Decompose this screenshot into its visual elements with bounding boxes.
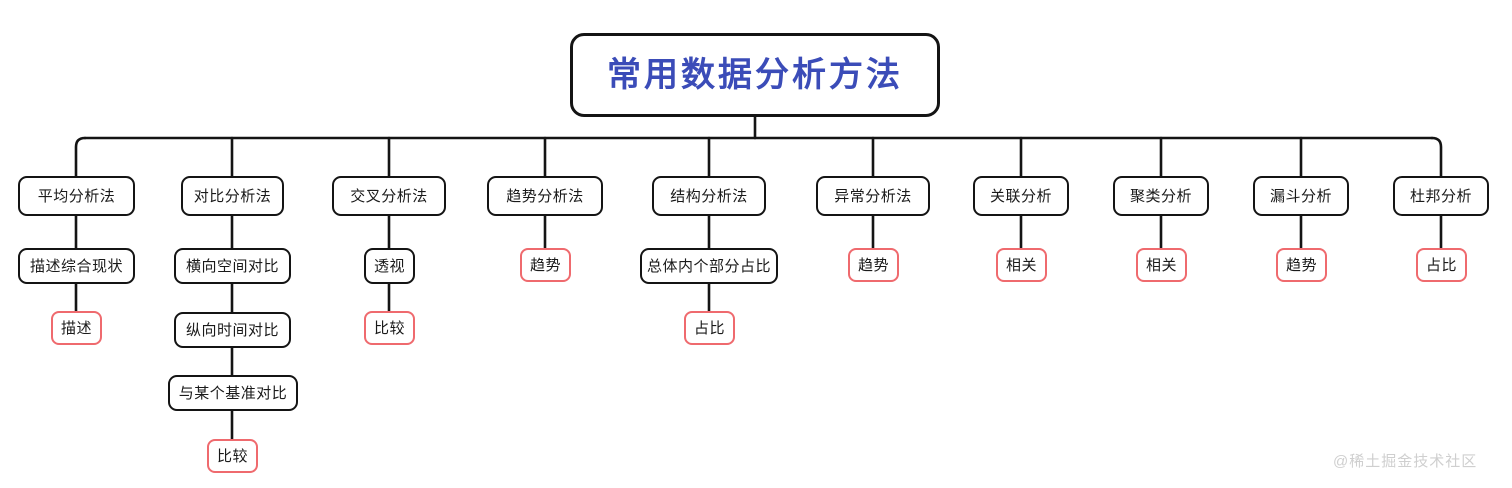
tag-node-association-1[interactable]: 相关 <box>996 248 1047 282</box>
node-contrast-1[interactable]: 横向空间对比 <box>174 248 291 284</box>
node-contrast-2[interactable]: 纵向时间对比 <box>174 312 291 348</box>
tag-node-anomaly-1[interactable]: 趋势 <box>848 248 899 282</box>
node-dupont-0[interactable]: 杜邦分析 <box>1393 176 1489 216</box>
node-trend-0[interactable]: 趋势分析法 <box>487 176 603 216</box>
tag-node-dupont-1[interactable]: 占比 <box>1416 248 1467 282</box>
node-association-0[interactable]: 关联分析 <box>973 176 1069 216</box>
root-node[interactable]: 常用数据分析方法 <box>570 33 940 117</box>
node-crosstab-0[interactable]: 交叉分析法 <box>332 176 446 216</box>
node-clustering-0[interactable]: 聚类分析 <box>1113 176 1209 216</box>
watermark: @稀土掘金技术社区 <box>1333 453 1478 470</box>
tag-node-trend-1[interactable]: 趋势 <box>520 248 571 282</box>
node-structure-1[interactable]: 总体内个部分占比 <box>640 248 778 284</box>
node-funnel-0[interactable]: 漏斗分析 <box>1253 176 1349 216</box>
node-crosstab-1[interactable]: 透视 <box>364 248 415 284</box>
node-anomaly-0[interactable]: 异常分析法 <box>816 176 930 216</box>
node-contrast-3[interactable]: 与某个基准对比 <box>168 375 298 411</box>
tag-node-funnel-1[interactable]: 趋势 <box>1276 248 1327 282</box>
tag-node-average-2[interactable]: 描述 <box>51 311 102 345</box>
tag-node-structure-2[interactable]: 占比 <box>684 311 735 345</box>
tag-node-contrast-4[interactable]: 比较 <box>207 439 258 473</box>
tag-node-crosstab-2[interactable]: 比较 <box>364 311 415 345</box>
node-contrast-0[interactable]: 对比分析法 <box>181 176 284 216</box>
node-average-1[interactable]: 描述综合现状 <box>18 248 135 284</box>
tag-node-clustering-1[interactable]: 相关 <box>1136 248 1187 282</box>
node-structure-0[interactable]: 结构分析法 <box>652 176 766 216</box>
node-average-0[interactable]: 平均分析法 <box>18 176 135 216</box>
